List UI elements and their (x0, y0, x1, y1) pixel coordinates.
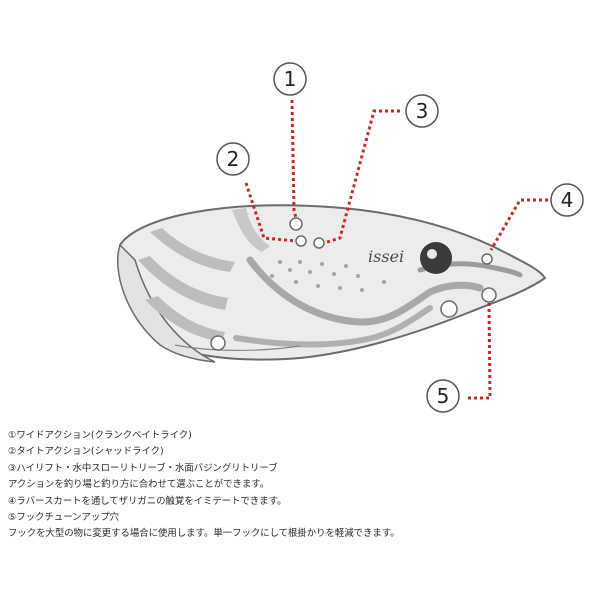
hole-1 (289, 217, 303, 231)
lure-body (116, 204, 547, 363)
callout-4: 4 (550, 183, 584, 217)
eye (420, 242, 452, 274)
leader-line-5 (468, 302, 492, 400)
legend-line-2: ②タイトアクション(シャッドライク) (8, 446, 164, 458)
legend-line-3: ③ハイリフト・水中スローリトリーブ・水面バジングリトリーブ (8, 462, 278, 474)
callout-5: 5 (426, 379, 460, 413)
legend-line-7: フックを大型の物に変更する場合に使用します。単一フックにして根掛かりを軽減できま… (8, 528, 400, 540)
callout-circle-5 (426, 379, 460, 413)
callout-number-4: 4 (561, 188, 574, 212)
lure-diagram: issei 1 2 3 4 5 (116, 62, 584, 413)
callout-number-5: 5 (437, 384, 450, 408)
hole-2 (295, 235, 307, 247)
callout-2: 2 (216, 142, 250, 176)
callout-circle-3 (405, 94, 439, 128)
leader-line-3 (323, 109, 400, 245)
callout-1: 1 (273, 62, 307, 96)
feature-legend: ①ワイドアクション(クランクベイトライク) ②タイトアクション(シャッドライク)… (8, 428, 592, 543)
callout-circle-4 (550, 183, 584, 217)
callout-3: 3 (405, 94, 439, 128)
legend-line-4: アクションを釣り場と釣り方に合わせて選ぶことができます。 (8, 479, 270, 491)
callout-number-3: 3 (416, 99, 429, 123)
legend-line-6: ⑤フックチューンアップ穴 (8, 512, 120, 524)
hole-5 (481, 287, 497, 303)
leader-line-4 (489, 198, 548, 251)
hole-3 (313, 237, 325, 249)
brand-logo: issei (368, 247, 404, 266)
callout-circle-2 (216, 142, 250, 176)
callout-number-2: 2 (227, 147, 240, 171)
tail-hole (210, 335, 226, 351)
callout-number-1: 1 (284, 67, 297, 91)
callout-circle-1 (273, 62, 307, 96)
legend-line-1: ①ワイドアクション(クランクベイトライク) (8, 430, 192, 441)
hole-4 (481, 253, 493, 265)
leader-line-2 (244, 182, 297, 243)
lower-hole (440, 300, 458, 318)
legend-line-5: ④ラバースカートを通してザリガニの触覚をイミテートできます。 (8, 495, 287, 507)
leader-line-1 (290, 99, 298, 219)
